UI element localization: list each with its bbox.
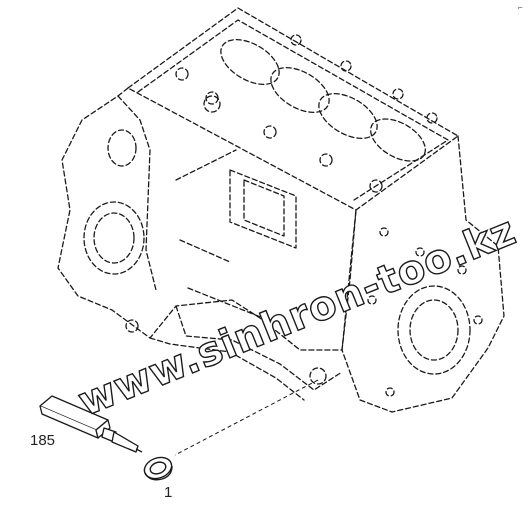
callout-1: 1 [164,484,172,501]
rear-face-hole [415,247,425,257]
side-boss [203,95,221,113]
rear-face-hole [367,295,377,305]
cylinder-bore-2 [270,67,330,113]
deck-hole [340,60,352,72]
corner-mark: ⌐ [518,3,523,12]
tube-body-end [95,419,111,439]
block-top-deck-edge [137,19,449,201]
deck-hole [205,91,219,105]
deck-hole [263,125,277,139]
leader-line [174,379,319,456]
rear-face-hole [457,265,467,275]
deck-hole [369,179,383,193]
cylinder-bore-1 [220,39,280,85]
block-center-edge [341,209,357,351]
rear-face-hole [385,387,395,397]
tube-nozzle-tip [135,448,143,453]
seal-ring-inner [149,461,167,475]
callout-185: 185 [30,432,55,449]
seal-ring-depth [144,465,173,481]
cylinder-bore-4 [370,118,426,162]
block-bottom-rail [175,305,343,391]
block-side-panel [229,169,297,249]
block-side-rib [175,149,269,321]
seal-ring-part [143,456,173,481]
block-top-deck [127,7,459,211]
tube-nozzle [111,431,139,453]
cylinder-bore-3 [318,93,378,139]
side-boss [125,319,139,333]
block-right-side [341,135,505,413]
crank-bore-rear-inner [409,299,459,361]
cam-bore-front [107,129,137,167]
sealant-tube-part [39,395,143,453]
cylinder-block [57,7,505,413]
crank-bore-rear-outer [397,285,471,375]
side-boss [309,367,327,385]
deck-hole [392,88,404,100]
crank-bore-front-inner [93,212,135,264]
deck-hole [319,153,333,167]
block-bottom-rail-lower [149,337,305,401]
rear-face-hole [473,315,483,325]
deck-hole [290,34,302,46]
block-front-face [57,87,343,351]
rear-face-hole [379,227,389,237]
block-inspection-cover [243,179,285,237]
seal-ring-outer [143,456,173,480]
deck-hole [175,67,189,81]
block-front-flange [117,95,157,291]
deck-hole [426,112,438,124]
crank-bore-front-outer [83,201,145,275]
